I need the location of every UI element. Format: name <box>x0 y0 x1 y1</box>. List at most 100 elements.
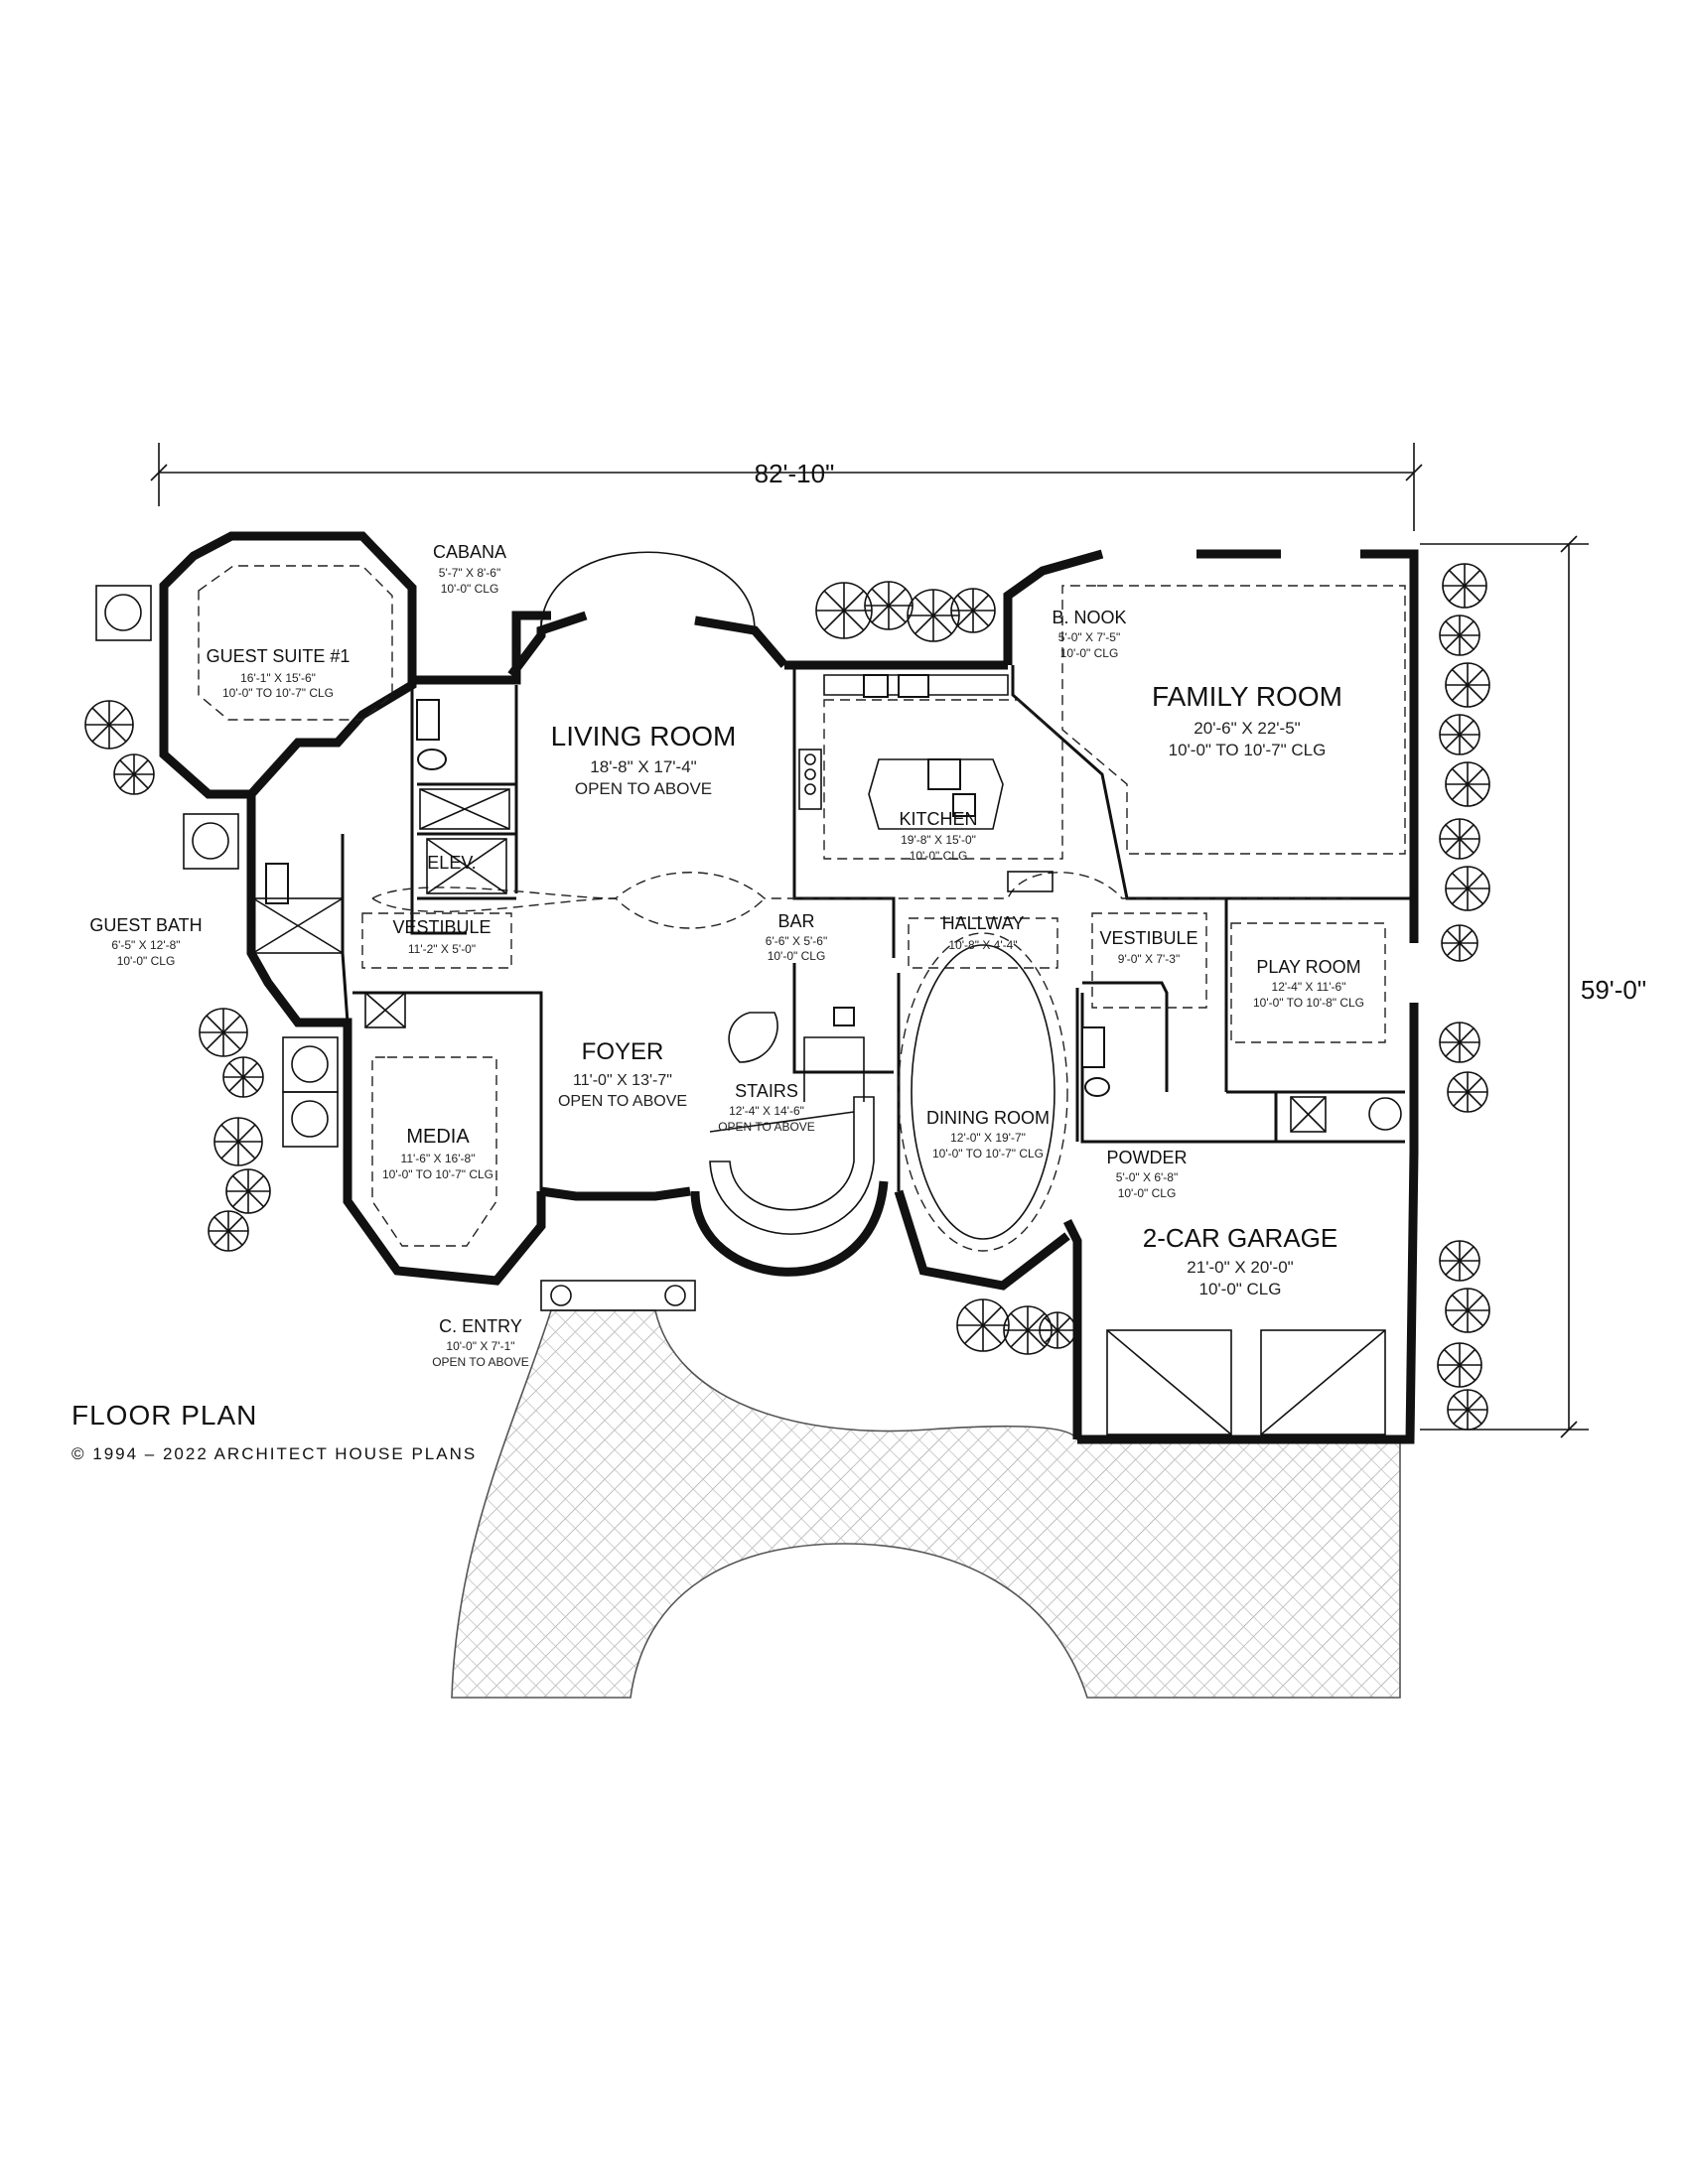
shrub-branch <box>1459 929 1474 944</box>
shrub-branch <box>1445 720 1461 736</box>
shrub-branch <box>222 1031 241 1050</box>
svg-text:CABANA: CABANA <box>433 542 506 562</box>
shrub-branch <box>227 1230 243 1246</box>
shrub-branch <box>1467 783 1484 801</box>
shrub-branch <box>242 1062 258 1078</box>
shrub-branch <box>237 1141 256 1160</box>
shrub-branch <box>1459 824 1475 840</box>
shrub-branch <box>1459 1364 1477 1382</box>
shrub-branch <box>843 610 865 631</box>
room-hallway: HALLWAY 10'-8" X 4'-4" <box>942 913 1025 952</box>
garage-doors <box>1106 1329 1386 1435</box>
svg-text:MEDIA: MEDIA <box>406 1126 470 1148</box>
shrub-branch <box>119 759 135 775</box>
ac-units <box>95 585 339 1148</box>
shrub-branch <box>1453 1395 1469 1411</box>
shrub-branch <box>1459 942 1474 957</box>
shrub-branch <box>888 588 907 607</box>
svg-text:2-CAR GARAGE: 2-CAR GARAGE <box>1143 1223 1338 1253</box>
shrub-branch <box>1027 1329 1046 1348</box>
shrub-branch <box>1010 1312 1029 1331</box>
ceiling-outlines <box>198 565 1406 1252</box>
shrub-branch <box>1451 668 1469 686</box>
svg-text:12'-4" X 14'-6": 12'-4" X 14'-6" <box>729 1104 804 1118</box>
shrub-branch <box>1443 1364 1461 1382</box>
svg-text:POWDER: POWDER <box>1107 1148 1188 1167</box>
shrub-branch <box>119 773 135 789</box>
shrub-branch <box>1459 1041 1475 1057</box>
shrub-branch <box>972 610 990 627</box>
svg-text:11'-6" X 16'-8": 11'-6" X 16'-8" <box>401 1152 476 1165</box>
svg-text:OPEN TO ABOVE: OPEN TO ABOVE <box>718 1120 815 1134</box>
shrub-branch <box>1459 1260 1475 1276</box>
shrub-branch <box>1445 734 1461 750</box>
shrub-branch <box>1445 838 1461 854</box>
svg-text:VESTIBULE: VESTIBULE <box>392 917 491 937</box>
svg-text:10'-0" CLG: 10'-0" CLG <box>117 954 176 968</box>
kitchen-island <box>798 674 1054 892</box>
svg-text:FOYER: FOYER <box>582 1038 664 1065</box>
shrub-branch <box>914 614 934 634</box>
room-vestibule-left: VESTIBULE 11'-2" X 5'-0" <box>392 917 491 956</box>
svg-text:16'-1" X 15'-6": 16'-1" X 15'-6" <box>240 671 316 685</box>
shrub-branch <box>1459 734 1475 750</box>
svg-text:STAIRS: STAIRS <box>735 1081 798 1101</box>
shrub-branch <box>1448 569 1466 587</box>
svg-text:10'-0" X 7'-1": 10'-0" X 7'-1" <box>446 1339 514 1353</box>
svg-text:B. NOOK: B. NOOK <box>1052 608 1126 627</box>
copyright-notice: © 1994 – 2022 ARCHITECT HOUSE PLANS <box>71 1444 478 1463</box>
shrub-branch <box>1459 720 1475 736</box>
svg-text:21'-0" X 20'-0": 21'-0" X 20'-0" <box>1187 1258 1293 1277</box>
shrub-branch <box>964 1324 984 1344</box>
room-dining-room: DINING ROOM 12'-0" X 19'-7" 10'-0" TO 10… <box>926 1108 1050 1160</box>
svg-text:BAR: BAR <box>777 911 814 931</box>
svg-text:OPEN TO ABOVE: OPEN TO ABOVE <box>558 1093 687 1110</box>
shrub-branch <box>231 1174 249 1192</box>
shrub-branch <box>227 1216 243 1232</box>
shrub-branch <box>206 1031 224 1050</box>
overall-depth-label: 59'-0" <box>1581 975 1646 1005</box>
room-cabana: CABANA 5'-7" X 8'-6" 10'-0" CLG <box>433 542 506 596</box>
plan-title: FLOOR PLAN <box>71 1400 258 1431</box>
shrub-branch <box>1467 1309 1484 1327</box>
svg-text:10'-0" TO 10'-7" CLG: 10'-0" TO 10'-7" CLG <box>382 1167 493 1181</box>
shrub-branch <box>228 1076 244 1092</box>
shrub-branch <box>1445 1260 1461 1276</box>
shrub-branch <box>956 610 974 627</box>
room-guest-bath: GUEST BATH 6'-5" X 12'-8" 10'-0" CLG <box>89 915 202 968</box>
shrub-branch <box>206 1015 224 1033</box>
svg-text:VESTIBULE: VESTIBULE <box>1099 928 1197 948</box>
shrub-branch <box>1467 668 1484 686</box>
shrub-branch <box>1451 1309 1469 1327</box>
shrub-branch <box>982 1306 1002 1326</box>
shrub-branch <box>1453 1409 1469 1425</box>
shrub-branch <box>1467 767 1484 785</box>
svg-text:11'-0" X 13'-7": 11'-0" X 13'-7" <box>573 1072 672 1089</box>
driveway-pavers <box>451 1309 1401 1699</box>
overall-width-label: 82'-10" <box>755 459 835 488</box>
room-bar: BAR 6'-6" X 5'-6" 10'-0" CLG <box>766 911 827 963</box>
shrub-branch <box>1453 1077 1469 1093</box>
svg-text:KITCHEN: KITCHEN <box>899 809 977 829</box>
svg-text:C. ENTRY: C. ENTRY <box>439 1316 522 1336</box>
shrub-branch <box>1451 887 1469 905</box>
room-play-room: PLAY ROOM 12'-4" X 11'-6" 10'-0" TO 10'-… <box>1253 957 1364 1010</box>
svg-text:10'-0" CLG: 10'-0" CLG <box>1199 1280 1282 1298</box>
shrub-branch <box>247 1174 265 1192</box>
shrub-branch <box>1464 585 1481 603</box>
shrub-branch <box>1467 872 1484 889</box>
shrub-branch <box>108 724 127 743</box>
shrub-branch <box>871 588 890 607</box>
shrub-branch <box>932 614 952 634</box>
svg-text:10'-0" TO 10'-7" CLG: 10'-0" TO 10'-7" CLG <box>1169 741 1327 759</box>
svg-text:10'-0" TO 10'-7" CLG: 10'-0" TO 10'-7" CLG <box>222 686 334 700</box>
room-guest-suite: GUEST SUITE #1 16'-1" X 15'-6" 10'-0" TO… <box>207 646 351 700</box>
shrub-branch <box>1467 1077 1482 1093</box>
shrub-branch <box>108 707 127 726</box>
shrub-branch <box>1467 684 1484 702</box>
svg-text:12'-4" X 11'-6": 12'-4" X 11'-6" <box>1272 980 1346 994</box>
shrub-branch <box>972 594 990 612</box>
overall-depth-dimension <box>1420 535 1589 1438</box>
shrub-branch <box>1459 1027 1475 1043</box>
